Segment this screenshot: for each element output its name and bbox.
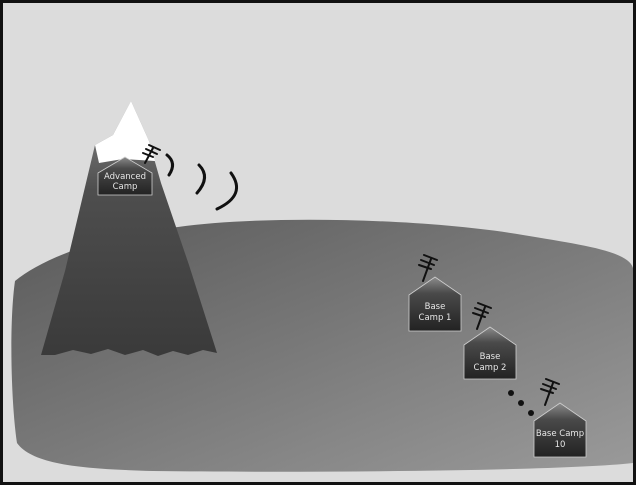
radio-waves-icon [167,155,237,209]
base-camp-2-label-2: Camp 2 [474,363,507,373]
advanced-camp-label-2: Camp [113,182,138,192]
base-camp-1-label-1: Base [425,302,446,312]
base-camp-1-label-2: Camp 1 [419,313,452,323]
advanced-camp-label-1: Advanced [104,172,146,182]
base-camp-2-label-1: Base [480,352,501,362]
base-camp-10-label-2: 10 [555,440,566,450]
base-camp-10-label-1: Base Camp [536,429,584,439]
camp-network-diagram: Advanced Camp Base Camp 1 Base Camp 2 [3,3,636,485]
